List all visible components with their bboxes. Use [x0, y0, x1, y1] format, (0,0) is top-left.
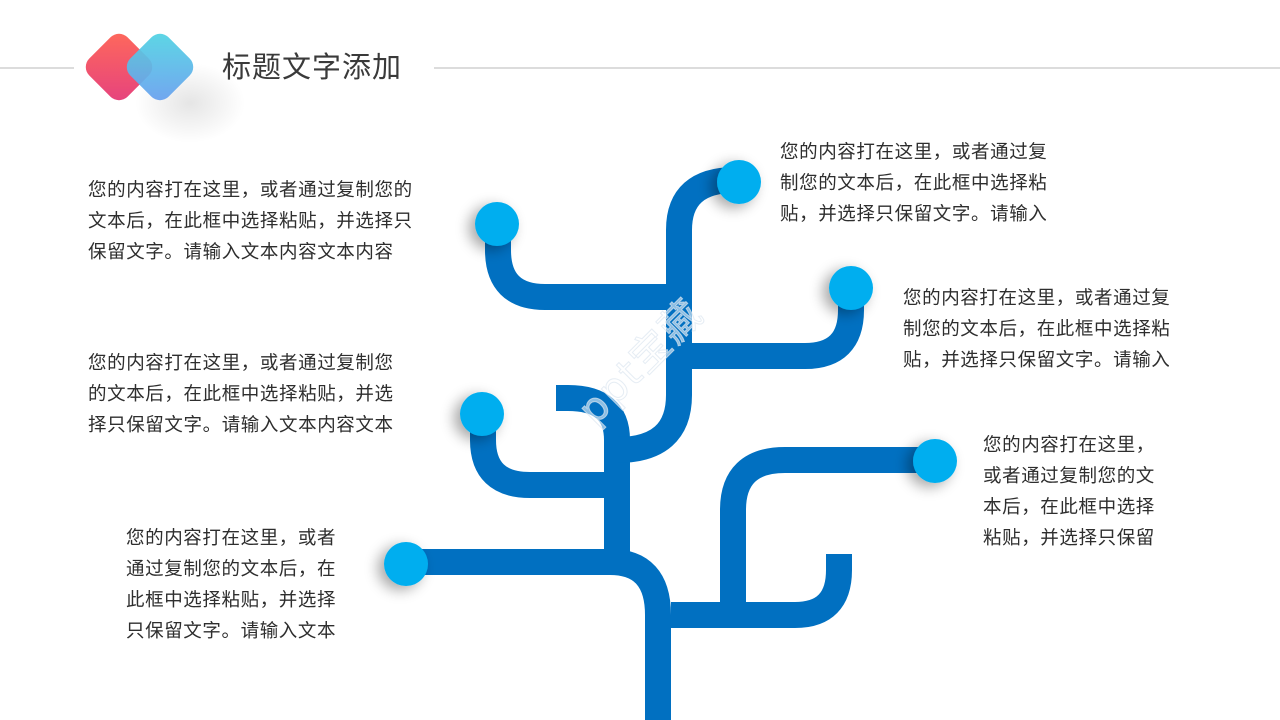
text-block-lower-left: 您的内容打在这里，或者 通过复制您的文本后，在 此框中选择粘贴，并选择 只保留文…: [126, 523, 336, 647]
text-block-mid-right: 您的内容打在这里，或者通过复 制您的文本后，在此框中选择粘 贴，并选择只保留文字…: [903, 283, 1170, 376]
node-top-right-icon: [717, 160, 761, 204]
lower-right-branch: [671, 554, 852, 628]
node-lower-left-icon: [384, 542, 428, 586]
text-line: 您的内容打在这里，: [983, 435, 1155, 456]
text-line: 的文本后，在此框中选择粘贴，并选: [88, 384, 394, 405]
upper-stem-branch: [616, 167, 736, 463]
text-line: 您的内容打在这里，或者通过复: [780, 142, 1048, 163]
text-line: 或者通过复制您的文: [983, 466, 1155, 487]
text-line: 通过复制您的文本后，在: [126, 559, 337, 580]
text-line: 贴，并选择只保留文字。请输入: [780, 204, 1048, 225]
text-line: 文本后，在此框中选择粘贴，并选择只: [88, 211, 413, 232]
text-line: 您的内容打在这里，或者通过复制您的: [88, 180, 413, 201]
node-mid-left-icon: [460, 392, 504, 436]
text-line: 保留文字。请输入文本内容文本内容: [88, 242, 394, 263]
page-title: 标题文字添加: [222, 50, 403, 84]
text-line: 此框中选择粘贴，并选择: [126, 590, 337, 611]
text-line: 制您的文本后，在此框中选择粘: [780, 173, 1048, 194]
text-line: 贴，并选择只保留文字。请输入: [903, 350, 1171, 371]
mid-left-branch: [470, 418, 617, 498]
logo-diamonds-icon: [80, 28, 245, 143]
node-top-left-icon: [475, 202, 519, 246]
text-block-lower-right: 您的内容打在这里， 或者通过复制您的文 本后，在此框中选择 粘贴，并选择只保留: [983, 430, 1155, 554]
text-block-top-right: 您的内容打在这里，或者通过复 制您的文本后，在此框中选择粘 贴，并选择只保留文字…: [780, 137, 1047, 230]
text-line: 制您的文本后，在此框中选择粘: [903, 319, 1171, 340]
text-line: 您的内容打在这里，或者通过复制您: [88, 353, 394, 374]
text-line: 择只保留文字。请输入文本内容文本: [88, 415, 394, 436]
top-left-branch: [485, 230, 679, 310]
text-line: 本后，在此框中选择: [983, 497, 1155, 518]
mid-right-branch: [679, 292, 864, 369]
node-lower-right-icon: [913, 439, 957, 483]
text-line: 您的内容打在这里，或者通过复: [903, 288, 1171, 309]
node-mid-right-icon: [829, 266, 873, 310]
header-divider-right: [434, 67, 1280, 69]
trunk-branch: [410, 549, 671, 720]
text-line: 您的内容打在这里，或者: [126, 528, 337, 549]
lower-right-upper-branch: [720, 447, 930, 615]
text-block-mid-left: 您的内容打在这里，或者通过复制您 的文本后，在此框中选择粘贴，并选 择只保留文字…: [88, 348, 394, 441]
text-block-top-left: 您的内容打在这里，或者通过复制您的 文本后，在此框中选择粘贴，并选择只 保留文字…: [88, 175, 413, 268]
header-divider-left: [0, 67, 74, 69]
mid-stem-branch: [556, 385, 630, 562]
text-line: 只保留文字。请输入文本: [126, 621, 337, 642]
text-line: 粘贴，并选择只保留: [983, 528, 1155, 549]
